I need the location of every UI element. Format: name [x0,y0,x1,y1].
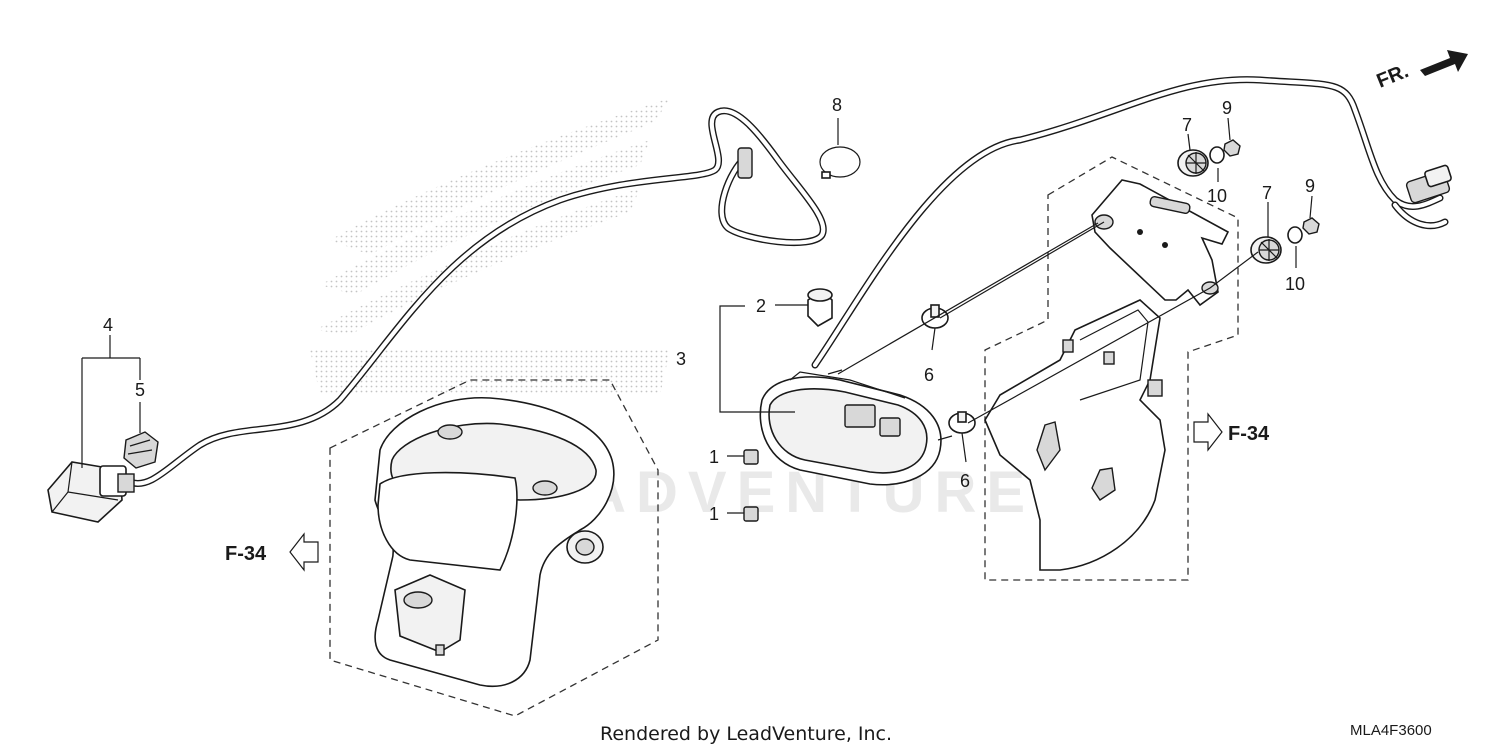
washer-lower [1287,226,1303,244]
callout-2: 2 [756,296,766,316]
brand-wing-logo [310,98,670,395]
callout-10-lower: 10 [1285,274,1305,294]
washer-upper [1209,146,1225,164]
callout-10-upper: 10 [1207,186,1227,206]
tail-light-unit [759,369,953,486]
front-arrow-icon [1420,50,1468,76]
footer-credit: Rendered by LeadVenture, Inc. [600,723,892,745]
license-light-housing [47,461,135,523]
collar [807,288,833,327]
nut-lower [743,506,759,522]
bolt-lower [948,411,976,434]
callout-9-lower: 9 [1305,176,1315,196]
grommet-upper [1177,149,1209,177]
nut-lower-flange [1302,217,1320,235]
front-direction-indicator: FR. [1374,50,1468,93]
nut-upper-flange [1223,139,1241,157]
diagram-code: MLA4F3600 [1350,722,1432,739]
front-direction-label: FR. [1374,60,1412,92]
callout-6-lower: 6 [960,471,970,491]
callout-1-lower: 1 [709,504,719,524]
callout-1-upper: 1 [709,447,719,467]
wire-harness-left [126,107,827,487]
ref-left-label: F-34 [225,543,267,565]
bulb-socket [123,431,159,469]
callout-7-lower: 7 [1262,183,1272,203]
bolt-upper [921,304,949,329]
ref-right-label: F-34 [1228,423,1270,445]
nut-upper [743,449,759,465]
grommet-lower [1250,236,1282,264]
callout-5: 5 [135,380,145,400]
license-plate-stay [984,299,1166,571]
rear-fender-housing [374,397,615,687]
inline-connector [737,147,753,179]
ref-right: F-34 [1193,412,1270,452]
ref-left: F-34 [225,532,319,572]
callout-4: 4 [103,315,113,335]
wire-harness-right [811,76,1452,369]
callout-7-upper: 7 [1182,115,1192,135]
snap-ring [819,146,861,179]
callout-6-upper: 6 [924,365,934,385]
callout-3: 3 [676,349,686,369]
leader-lines [81,117,1313,514]
rear-fender-group-outline [329,379,659,717]
license-bracket-group-outline [984,156,1239,581]
callout-8: 8 [832,95,842,115]
harness-end-connector-cap [1424,164,1452,188]
callout-9-upper: 9 [1222,98,1232,118]
